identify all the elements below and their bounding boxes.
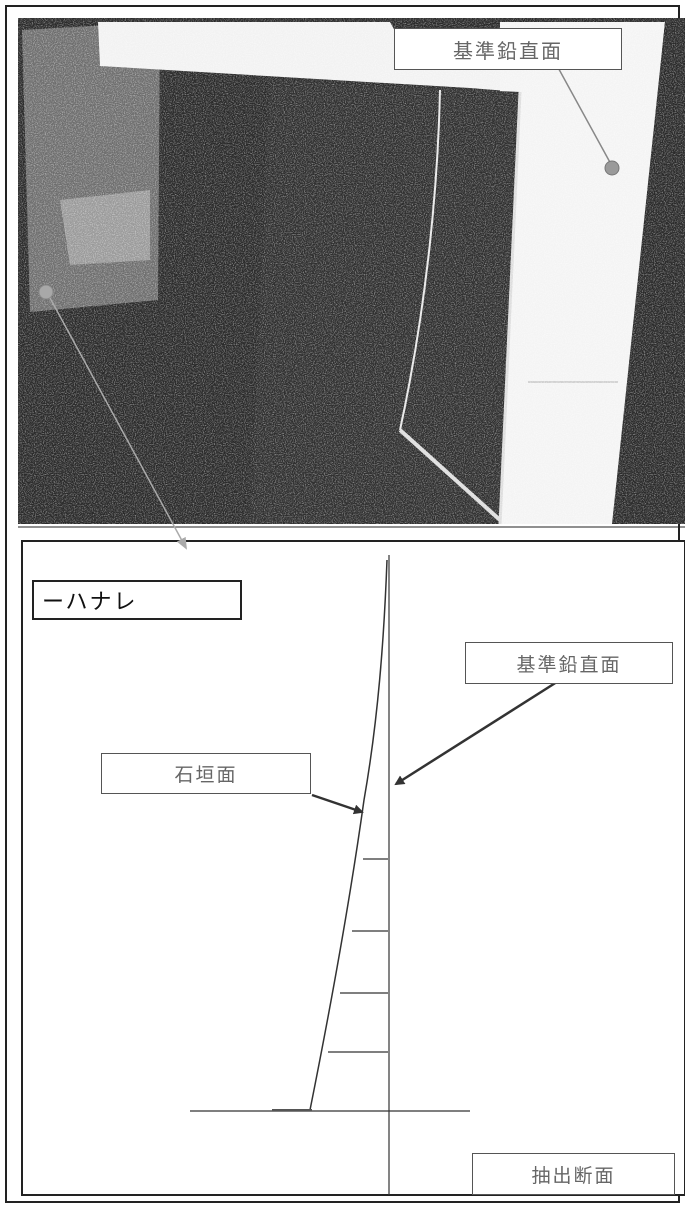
section-title-box: ーハナレ [32,580,242,620]
photo-noise [18,18,685,524]
reference-plane-arrow [394,678,561,786]
reference-plane-point [604,160,620,176]
stone-wall-face-label: 石垣面 [101,753,311,794]
reference-plane-leader [554,61,613,167]
top-reference-plane-text: 基準鉛直面 [453,38,563,63]
section-link-arrow [49,297,187,550]
section-reference-plane-text: 基準鉛直面 [516,653,622,676]
top-reference-plane-label: 基準鉛直面 [394,28,622,70]
section-title: ーハナレ [42,590,138,615]
extracted-section-text: 抽出断面 [531,1164,616,1187]
stone-wall-arrow [311,793,364,815]
stone-wall-face-text: 石垣面 [174,764,238,786]
section-reference-plane-label: 基準鉛直面 [465,642,673,684]
point-cloud-view [18,18,685,525]
section-point-marker [38,284,54,300]
stone-wall-profile [309,559,388,1111]
extracted-section-label: 抽出断面 [472,1153,675,1195]
